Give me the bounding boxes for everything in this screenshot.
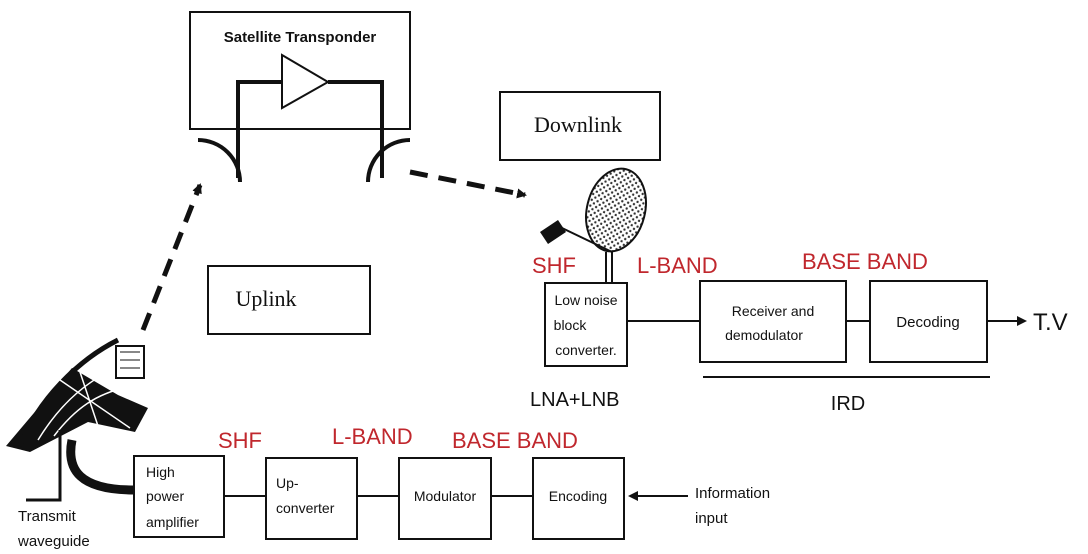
- uplink-dashed-arrow: [140, 183, 203, 331]
- decoding-label: Decoding: [896, 314, 959, 331]
- information-input-line2: input: [695, 510, 728, 527]
- transmit-waveguide-line1: Transmit: [18, 508, 77, 525]
- receive-band-shf: SHF: [532, 253, 576, 278]
- transponder-signal-path: [236, 80, 384, 178]
- modulator-label: Modulator: [414, 488, 477, 504]
- receive-band-lband: L-BAND: [637, 253, 718, 278]
- amplifier-triangle-icon: [281, 53, 331, 110]
- ird-label: IRD: [831, 393, 865, 415]
- uplink-antenna-dish-icon: [197, 138, 242, 183]
- up-converter-box: [265, 457, 358, 540]
- lnb-box: [544, 282, 628, 367]
- hpa-label-line1: High: [146, 464, 175, 480]
- receive-band-baseband: BASE BAND: [802, 249, 928, 274]
- receiver-label-line2: demodulator: [725, 327, 803, 343]
- receive-dish-icon: [540, 167, 647, 283]
- downlink-antenna-dish-icon: [366, 138, 411, 183]
- decoding-box: [869, 280, 988, 363]
- transponder-title: Satellite Transponder: [224, 29, 377, 46]
- uplink-label: Uplink: [235, 286, 296, 311]
- lnb-label-line3: converter.: [555, 342, 616, 358]
- modulator-box: [398, 457, 492, 540]
- upconverter-label-line2: converter: [276, 500, 335, 516]
- transmit-waveguide-line2: waveguide: [17, 533, 90, 550]
- tv-output-label: T.V: [1033, 309, 1068, 336]
- high-power-amplifier-box: [133, 455, 225, 538]
- encoding-label: Encoding: [549, 488, 607, 504]
- upconverter-label-line1: Up-: [276, 475, 299, 491]
- encoding-box: [532, 457, 625, 540]
- downlink-dashed-arrow: [409, 169, 527, 199]
- downlink-label: Downlink: [534, 112, 622, 137]
- lnb-label-line1: Low noise: [554, 292, 617, 308]
- receiver-demodulator-box: [699, 280, 847, 363]
- information-input-line1: Information: [695, 485, 770, 502]
- satellite-transponder: Satellite Transponder: [189, 11, 411, 183]
- transmit-band-baseband: BASE BAND: [452, 428, 578, 453]
- transmit-dish-icon: [6, 337, 148, 502]
- hpa-label-line3: amplifier: [146, 514, 199, 530]
- downlink-label-box: [499, 91, 661, 161]
- uplink-label-box: [207, 265, 371, 335]
- lna-lnb-label: LNA+LNB: [530, 389, 620, 411]
- transmit-band-shf: SHF: [218, 428, 262, 453]
- transmit-band-lband: L-BAND: [332, 424, 413, 449]
- transmit-waveguide-icon: [66, 439, 135, 495]
- lnb-label-line2: block: [554, 317, 588, 333]
- hpa-label-line2: power: [146, 488, 184, 504]
- receiver-label-line1: Receiver and: [732, 303, 815, 319]
